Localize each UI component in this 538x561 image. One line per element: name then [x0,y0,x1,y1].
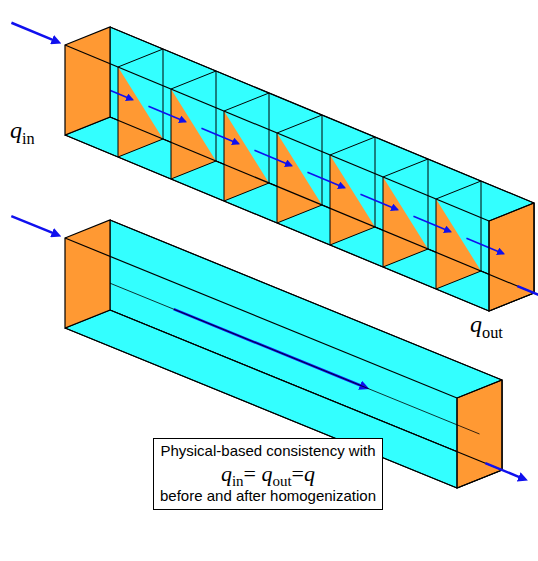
flow-label: qin [10,118,35,142]
end-face [489,203,534,311]
section-outline [383,159,428,267]
box-edge [110,310,502,470]
note-box: Physical-based consistency withqin= qout… [153,438,383,510]
axis-line [88,274,480,434]
note-text: before and after homogenization [160,487,376,506]
section-outline [277,115,322,223]
section-plane [118,67,163,157]
box-edge [65,45,489,221]
section-plane [330,155,375,245]
flow-label: qout [470,312,503,336]
section-outline [118,49,163,157]
box-edge [65,238,457,398]
flux-arrow [466,238,503,253]
flux-arrow [360,194,397,209]
end-outline [457,380,502,488]
outflow-arrow [485,463,520,477]
flux-arrow [201,128,238,143]
section-outline [224,93,269,201]
inflow-arrow [11,23,53,41]
section-plane [171,89,216,179]
section-plane [224,111,269,201]
flux-arrow [148,106,185,121]
end-outline [489,203,534,311]
note-text: qin= qout=q [160,461,376,487]
box-edge [110,220,502,380]
section-outline [171,71,216,179]
section-plane [383,177,428,267]
note-text: Physical-based consistency with [160,442,376,461]
section-plane [277,133,322,223]
section-outline [330,137,375,245]
box-edge [65,328,457,488]
flux-arrow [307,172,344,187]
end-face [65,27,110,135]
end-face [65,220,110,328]
section-plane [436,199,481,289]
section-outline [436,181,481,289]
prism-box [65,220,502,488]
outflow-arrow [517,286,538,301]
inflow-arrow [11,216,54,233]
flux-arrow [254,150,291,165]
flux-arrow [413,216,450,231]
box-edge [110,27,534,203]
